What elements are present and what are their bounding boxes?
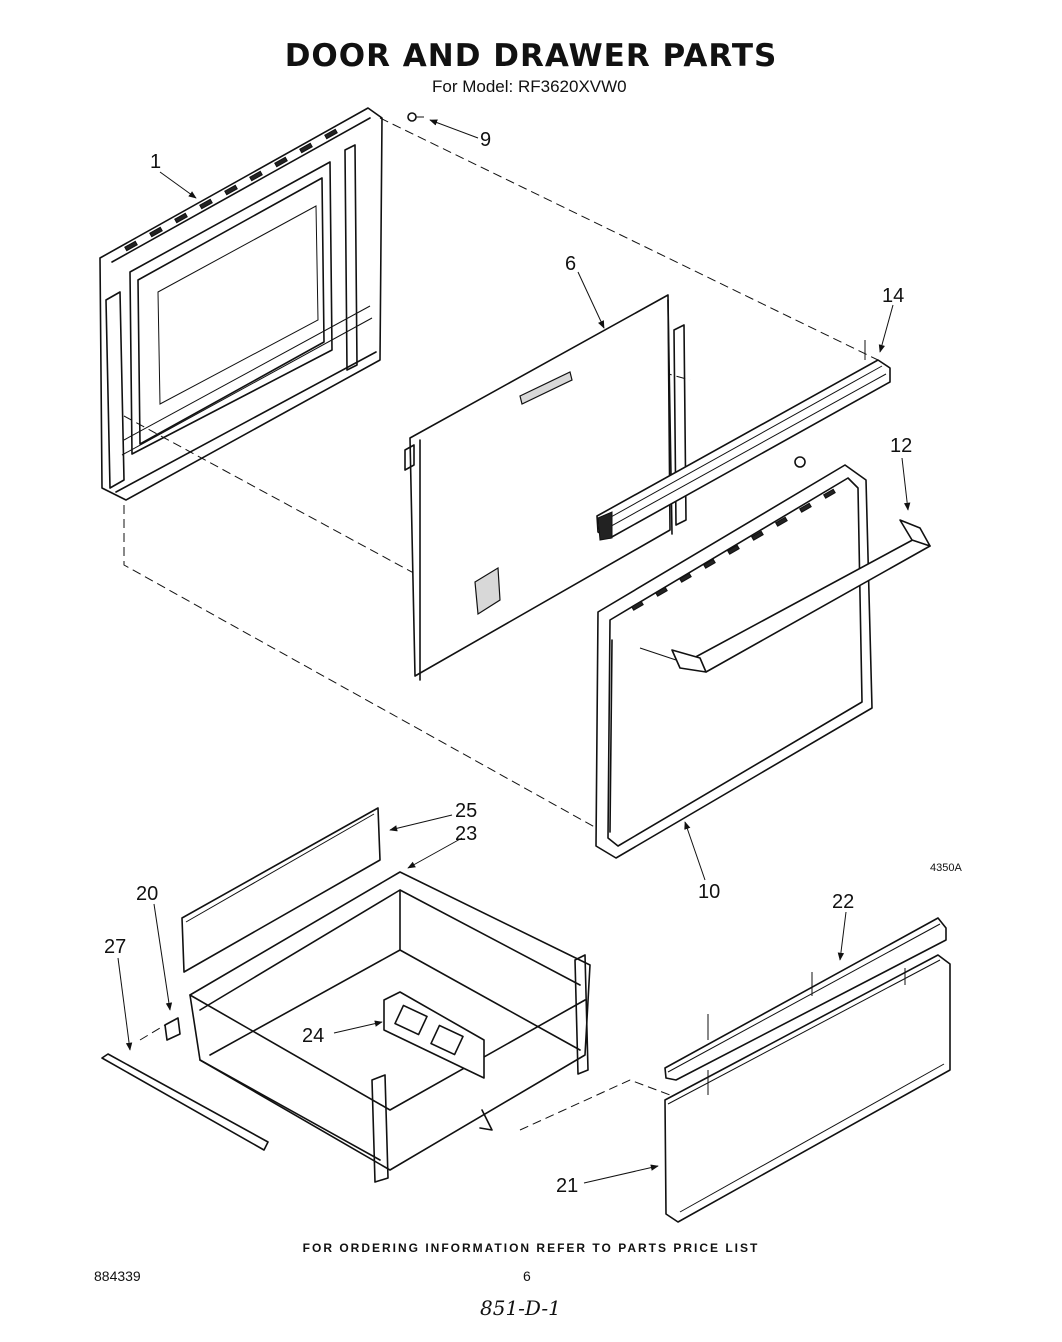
page-title: DOOR AND DRAWER PARTS bbox=[284, 38, 778, 74]
outer-door-vent-slots bbox=[630, 488, 836, 611]
callout-20: 20 bbox=[136, 883, 158, 905]
callout-22: 22 bbox=[832, 891, 854, 913]
callout-24: 24 bbox=[302, 1025, 324, 1047]
callout-labels: 1 6 9 10 12 14 20 21 22 23 24 25 27 bbox=[104, 129, 912, 1197]
callout-25: 25 bbox=[455, 800, 477, 822]
drawer-rail bbox=[101, 1053, 269, 1151]
page-number: 6 bbox=[523, 1268, 531, 1284]
document-number: 884339 bbox=[94, 1268, 141, 1284]
callout-12: 12 bbox=[890, 435, 912, 457]
handwritten-note: 851-D-1 bbox=[480, 1296, 561, 1320]
screw-part-9 bbox=[407, 112, 424, 122]
model-subtitle: For Model: RF3620XVW0 bbox=[432, 77, 627, 96]
door-vent-slots bbox=[124, 128, 338, 252]
callout-10: 10 bbox=[698, 881, 720, 903]
door-handle bbox=[639, 519, 931, 673]
drawer-front-panel bbox=[664, 954, 951, 1223]
callout-21: 21 bbox=[556, 1175, 578, 1197]
drawer-rear-panel bbox=[181, 807, 381, 973]
callout-6: 6 bbox=[565, 253, 576, 275]
callout-9: 9 bbox=[480, 129, 491, 151]
door-trim-bar bbox=[596, 340, 891, 541]
figure-code: 4350A bbox=[930, 862, 962, 874]
drawer-front-trim bbox=[664, 917, 947, 1081]
callout-1: 1 bbox=[150, 151, 161, 173]
callout-23: 23 bbox=[455, 823, 477, 845]
inner-door-frame bbox=[99, 107, 383, 501]
callout-27: 27 bbox=[104, 936, 126, 958]
outer-door-panel bbox=[595, 456, 873, 859]
assembly-guide-lines bbox=[123, 117, 879, 1131]
ordering-note: FOR ORDERING INFORMATION REFER TO PARTS … bbox=[302, 1241, 760, 1255]
callout-leaders bbox=[117, 119, 911, 1184]
callout-14: 14 bbox=[882, 285, 904, 307]
drawer-clip bbox=[164, 1017, 181, 1041]
drawer-bracket bbox=[383, 991, 485, 1079]
insulation-panel bbox=[404, 294, 687, 681]
